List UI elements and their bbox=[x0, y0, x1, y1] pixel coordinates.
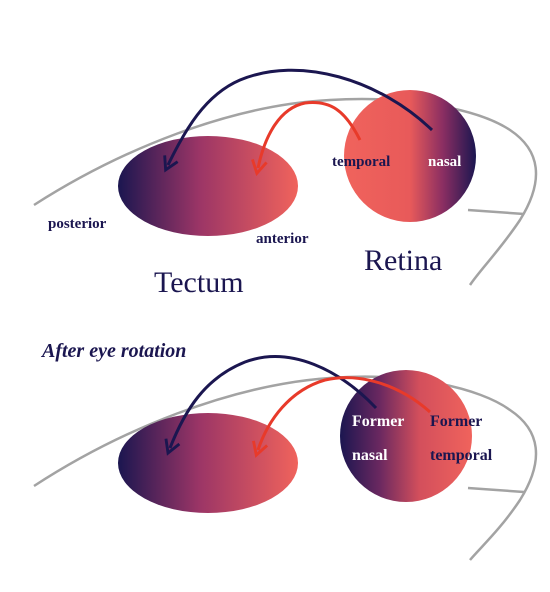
head-outline-bottom bbox=[33, 375, 538, 561]
tectum-ellipse-top bbox=[118, 136, 298, 236]
retina-circle-top bbox=[344, 90, 476, 222]
former-temporal-to-anterior-arrow bbox=[252, 376, 432, 458]
retina-circle-bottom bbox=[340, 370, 472, 502]
nasal-label: nasal bbox=[428, 154, 461, 170]
anterior-label: anterior bbox=[256, 231, 309, 247]
tectum-ellipse-bottom bbox=[118, 413, 298, 513]
former-nasal-label-line2: nasal bbox=[352, 447, 388, 464]
head-outline-top bbox=[33, 97, 538, 286]
former-nasal-label-line1: Former bbox=[352, 413, 404, 430]
nasal-to-posterior-arrow-top bbox=[163, 68, 434, 173]
former-temporal-label-line1: Former bbox=[430, 413, 482, 430]
after-eye-rotation-title: After eye rotation bbox=[40, 340, 186, 362]
top-panel: posterior anterior temporal nasal Tectum… bbox=[33, 68, 538, 299]
posterior-label: posterior bbox=[48, 216, 107, 232]
jaw-line-bottom bbox=[467, 486, 525, 494]
temporal-label: temporal bbox=[332, 154, 390, 170]
former-temporal-label-line2: temporal bbox=[430, 447, 493, 464]
retina-title: Retina bbox=[364, 244, 442, 277]
temporal-to-anterior-arrow-top bbox=[251, 100, 362, 177]
jaw-line-top bbox=[467, 208, 525, 216]
bottom-panel: After eye rotation Former nasal Former t… bbox=[33, 340, 538, 561]
tectum-title: Tectum bbox=[154, 266, 244, 299]
